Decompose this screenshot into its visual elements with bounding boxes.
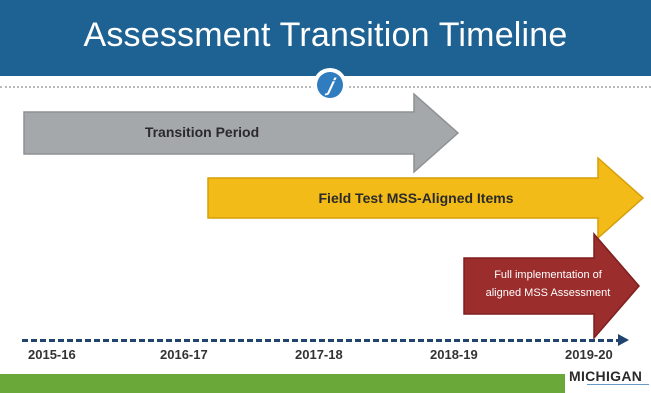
arrow-label-field-test: Field Test MSS-Aligned Items (318, 190, 514, 206)
logo-emblem: 𝑗 (313, 68, 347, 102)
timeline-axis (22, 339, 622, 342)
arrow-label-full-implementation: Full implementation of aligned MSS Asses… (468, 266, 628, 302)
year-label: 2017-18 (295, 347, 343, 362)
arrow-label-line-2: aligned MSS Assessment (485, 287, 611, 299)
arrow-full-implementation: Full implementation of aligned MSS Asses… (462, 232, 642, 340)
title-banner: Assessment Transition Timeline (0, 0, 651, 76)
year-label: 2018-19 (430, 347, 478, 362)
slide-title: Assessment Transition Timeline (83, 16, 568, 54)
person-icon: 𝑗 (317, 72, 343, 98)
arrow-transition-period: Transition Period (22, 92, 462, 174)
arrow-label-transition-period: Transition Period (144, 124, 260, 140)
michigan-logo-text: MICHIGAN (569, 368, 643, 384)
year-label: 2016-17 (160, 347, 208, 362)
arrow-field-test: Field Test MSS-Aligned Items (206, 156, 646, 240)
logo-underline (587, 384, 649, 392)
footer-bar (0, 374, 651, 393)
michigan-logo: MICHIGAN (565, 366, 651, 393)
arrow-label-line-1: Full implementation of (494, 269, 602, 281)
year-label: 2019-20 (565, 347, 613, 362)
timeline-arrowhead (618, 334, 629, 346)
year-label: 2015-16 (28, 347, 76, 362)
